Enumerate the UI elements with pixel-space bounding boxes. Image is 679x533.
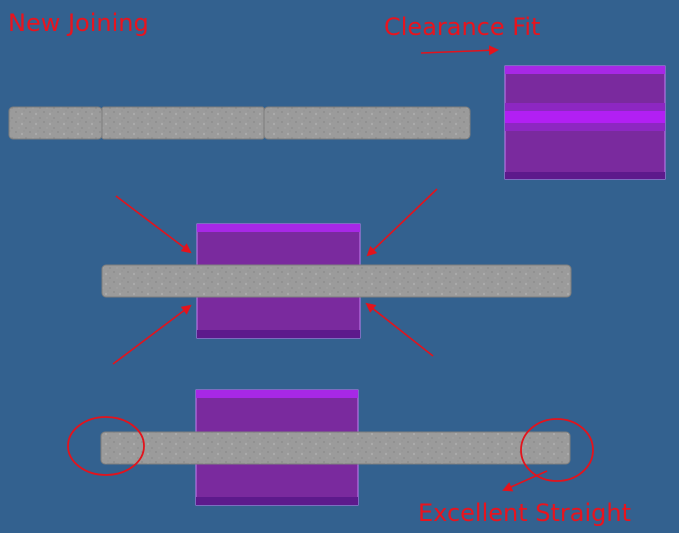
middle-assembly xyxy=(101,223,572,339)
top-sleeve xyxy=(504,65,666,180)
rod-segment xyxy=(101,106,265,140)
left-end-circle xyxy=(67,416,145,476)
clearance-arrow xyxy=(420,45,499,56)
excellent-straight-label: Excellent Straight xyxy=(418,499,631,527)
rod-segment xyxy=(8,106,103,140)
top-segmented-rod xyxy=(8,106,471,140)
new-joining-label: New Joining xyxy=(8,9,149,37)
joint-arrow-top-right xyxy=(366,188,438,257)
bottom-assembly xyxy=(100,389,571,506)
joint-arrow-bottom-left xyxy=(112,304,192,365)
rod-segment xyxy=(263,106,471,140)
joint-arrow-top-left xyxy=(115,195,192,254)
bottom-rod xyxy=(100,431,571,465)
right-end-circle xyxy=(520,418,594,482)
joint-arrow-bottom-right xyxy=(365,302,434,357)
middle-rod xyxy=(101,264,572,298)
straight-arrow xyxy=(502,470,548,492)
clearance-fit-label: Clearance Fit xyxy=(384,13,541,41)
